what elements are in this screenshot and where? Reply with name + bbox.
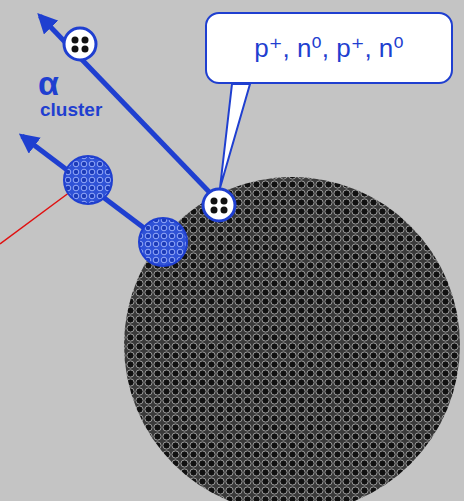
alpha-label: α <box>38 66 59 100</box>
alpha-particle <box>64 28 96 60</box>
cluster-arrow <box>22 136 160 240</box>
red-leader <box>0 192 70 244</box>
cluster-in-nucleus <box>139 218 187 266</box>
callout-text: p⁺, n⁰, p⁺, n⁰ <box>254 33 403 64</box>
callout-box: p⁺, n⁰, p⁺, n⁰ <box>205 12 453 84</box>
cluster-label: cluster <box>40 100 102 119</box>
alpha-in-nucleus <box>203 189 235 221</box>
callout-tail <box>220 84 250 188</box>
nucleus <box>124 177 460 501</box>
cluster-emitted <box>64 156 112 204</box>
